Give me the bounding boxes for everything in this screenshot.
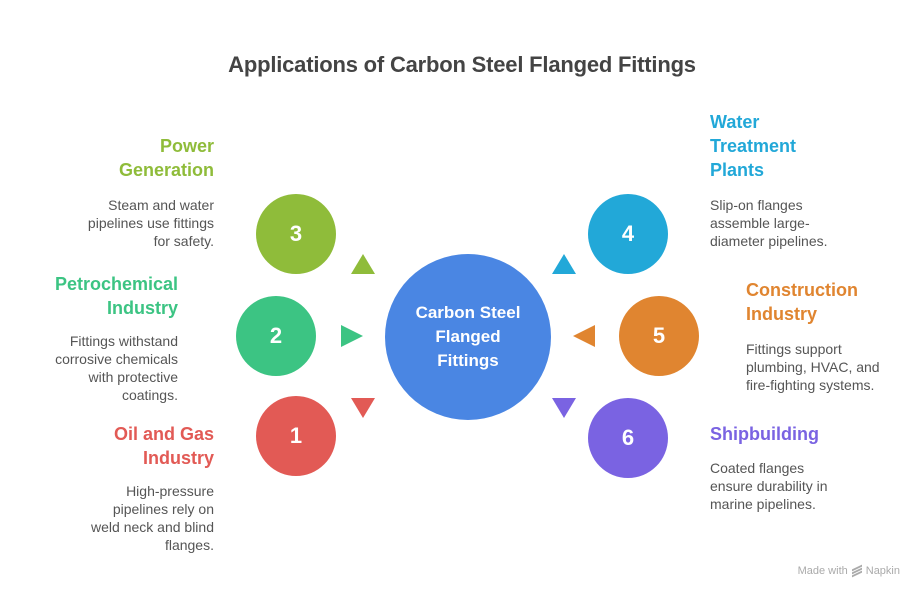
arrow-down-icon	[552, 398, 576, 418]
center-hub: Carbon Steel Flanged Fittings	[385, 254, 551, 420]
item-circle-4: 4	[588, 194, 668, 274]
item-circle-5: 5	[619, 296, 699, 376]
arrow-up-icon	[552, 254, 576, 274]
item-circle-1: 1	[256, 396, 336, 476]
item-circle-2: 2	[236, 296, 316, 376]
arrow-down-icon	[351, 398, 375, 418]
item-description-3: Steam and water pipelines use fittings f…	[87, 197, 214, 249]
made-with-label: Made with	[797, 565, 848, 577]
item-heading-5: Construction Industry	[746, 280, 858, 324]
item-heading-2: Petrochemical Industry	[54, 274, 178, 318]
item-description-4: Slip-on flanges assemble large- diameter…	[710, 197, 828, 249]
item-heading-4: Water Treatment Plants	[710, 112, 797, 180]
item-description-6: Coated flanges ensure durability in mari…	[710, 460, 828, 512]
diagram-title: Applications of Carbon Steel Flanged Fit…	[228, 52, 696, 77]
arrow-left-icon	[573, 325, 595, 347]
item-circle-6: 6	[588, 398, 668, 478]
item-description-1: High-pressure pipelines rely on weld nec…	[91, 483, 214, 553]
item-description-5: Fittings support plumbing, HVAC, and fir…	[746, 341, 880, 393]
napkin-logo-icon	[851, 564, 862, 578]
item-description-2: Fittings withstand corrosive chemicals w…	[55, 333, 178, 403]
arrow-up-icon	[351, 254, 375, 274]
item-heading-6: Shipbuilding	[710, 424, 819, 444]
item-heading-3: Power Generation	[118, 136, 214, 180]
napkin-brand-label: Napkin	[865, 565, 900, 577]
item-circle-3: 3	[256, 194, 336, 274]
arrow-right-icon	[341, 325, 363, 347]
item-heading-1: Oil and Gas Industry	[113, 424, 214, 468]
made-with-napkin-badge: Made with Napkin	[797, 564, 900, 578]
